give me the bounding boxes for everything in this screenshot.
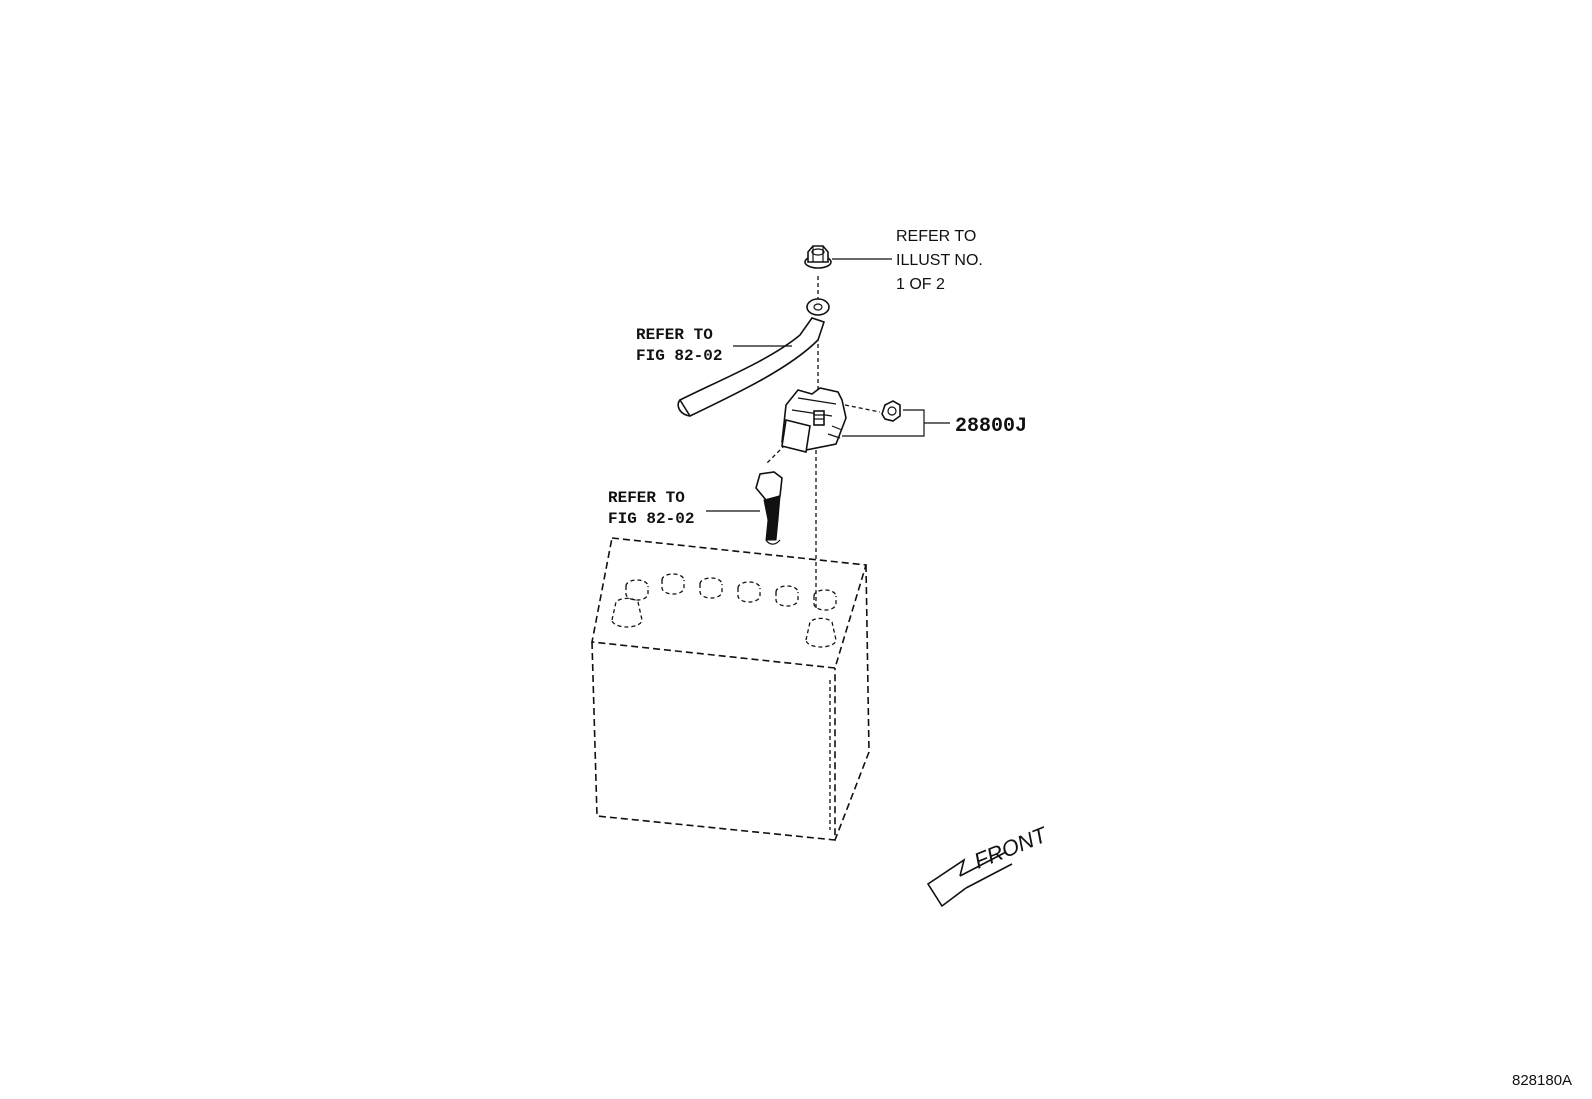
upper-battery-cable [677,298,830,418]
callout-upper-cable-line1: REFER TO [636,326,713,344]
leader-bracket-28800j [842,409,950,437]
callout-upper-cable-line2: FIG 82-02 [636,347,722,365]
callout-nut-ref-line2: ILLUST NO. [896,252,983,269]
battery-negative-post [611,597,643,628]
callout-upper-cable-ref: REFER TO FIG 82-02 [636,326,722,365]
callout-lower-cable-ref: REFER TO FIG 82-02 [608,489,694,528]
callout-nut-ref-line3: 1 OF 2 [896,276,945,293]
sensor-nut-icon [881,400,901,422]
battery-terminal-sensor [781,387,847,453]
illustration-code: 828180A [1512,1072,1572,1089]
part-number-label: 28800J [955,415,1027,438]
battery-vent-caps [625,573,837,611]
callout-lower-cable-line1: REFER TO [608,489,685,507]
lower-sensor-cable [755,471,783,545]
front-direction-label: FRONT [971,821,1052,873]
callout-lower-cable-line2: FIG 82-02 [608,510,694,528]
flange-nut-icon [804,245,832,269]
battery-outline [591,537,870,841]
battery-positive-post [805,617,837,648]
callout-nut-ref: REFER TO ILLUST NO. 1 OF 2 [896,228,983,293]
callout-nut-ref-line1: REFER TO [896,228,976,245]
front-direction-arrow-icon [926,851,1013,908]
